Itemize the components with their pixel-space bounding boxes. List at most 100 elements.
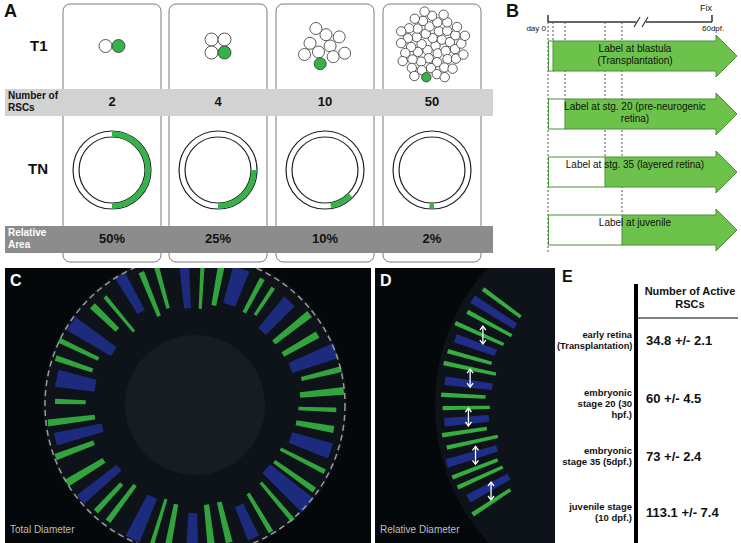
ring-outer [73,131,151,209]
arrow-body [605,151,737,193]
blue-stripe [126,494,158,542]
blue-stripe [235,504,259,541]
time-point-label: TN [28,160,48,177]
label-arrow: Label at blastula (Transplantation) [548,34,738,78]
ring-inner [79,137,145,203]
green-stripe [65,458,106,487]
text-holder: 4 [188,95,248,110]
ring-outer [393,131,471,209]
arrow-shape [548,208,738,252]
bar-value: 10 [295,95,355,110]
label-arrow: Label at stg. 20 (pre-neurogenic retina) [548,92,738,136]
text-holder: 2% [402,232,462,247]
cell [218,33,231,46]
text-holder: Label at stg. 35 (layered retina) [560,159,710,171]
green-stripe [154,268,170,309]
text-holder: E [562,268,573,286]
green-stripe [217,501,233,543]
green-stripe [298,407,336,413]
table-cell: juvenile stage (10 dpf.) [557,502,632,524]
blue-stripe [445,445,498,468]
bar-value: 4 [188,95,248,110]
arrow-body [553,35,737,77]
table-header: Number of Active RSCs [641,285,739,310]
cell [420,7,429,16]
bar-heading: Relative Area [8,227,64,251]
arrow-label: Label at juvenile [560,217,710,229]
bar-value: 2% [402,232,462,247]
table-divider [634,284,638,543]
column-box [383,4,481,262]
ring-outer [286,131,364,209]
text-holder: Relative Area [8,227,64,251]
measure-arrow-head [467,369,473,387]
bar-value: 25% [188,232,248,247]
blue-stripe [289,343,339,373]
text-holder: 34.8 +/- 2.1 [646,334,712,349]
axis-tick [547,15,549,22]
text-holder: Total Diameter [10,524,74,536]
cell [448,64,457,73]
arrow-shape [548,150,738,194]
ring-inner [185,137,251,203]
table-cell: 113.1 +/- 7.4 [646,506,719,521]
measure-arrow-head [473,446,479,464]
time-axis [548,21,636,23]
cell [324,40,336,52]
green-stripe [300,387,344,398]
ring-inner [292,137,358,203]
text-holder: T1 [30,37,48,54]
green-stripe [106,484,137,523]
text-holder: embryonic stage 20 (30 hpf.) [557,388,632,421]
text-holder: B [506,1,519,22]
cell [440,73,449,82]
ring-arc [112,134,148,206]
time-point-label: T1 [30,37,48,54]
table-cell: early retina (Transplantation) [557,330,632,351]
green-stripe [254,287,275,316]
blue-stripe [223,268,249,307]
label-arrow: Label at juvenile [548,208,738,252]
blue-stripe [186,513,198,543]
guide-line [553,22,554,40]
table-cell: 73 +/- 2.4 [646,450,701,465]
text-holder: 10 [295,95,355,110]
eye [43,268,347,543]
image-caption: Relative Diameter [380,524,459,536]
panel-letter: B [506,1,519,22]
cell [205,33,218,46]
measure-arrow [469,370,470,386]
cell [397,27,406,36]
label-arrow: Label at stg. 35 (layered retina) [548,150,738,194]
cell [410,71,419,80]
text-holder: 60dpf. [702,24,724,33]
value-bar: Relative Area50%25%10%2% [5,226,493,253]
cell [99,40,112,53]
green-stripe [199,268,205,309]
ring-arc [331,195,351,205]
blue-stripe [179,268,191,309]
table-cell: embryonic stage 20 (30 hpf.) [557,388,632,421]
arrow-label: Label at stg. 35 (layered retina) [560,159,710,171]
time-axis [646,21,712,23]
cell [451,31,460,40]
text-holder: juvenile stage (10 dpf.) [557,502,632,524]
table-cell: 34.8 +/- 2.1 [646,334,712,349]
green-stripe [454,321,504,346]
text-holder: Number of Active RSCs [641,285,739,310]
green-stripe [211,268,224,306]
table-rule [638,318,738,319]
green-stripe [296,420,335,433]
panel-letter: D [380,272,392,290]
panel-letter: C [10,272,22,290]
text-holder: Label at blastula (Transplantation) [560,43,710,67]
blue-stripe [54,424,104,446]
text-holder: Relative Diameter [380,524,459,536]
cell [205,46,218,59]
green-stripe [441,393,486,399]
green-stripe [446,435,498,450]
green-stripe [260,481,295,522]
text-holder: 25% [188,232,248,247]
green-stripe [55,399,86,404]
